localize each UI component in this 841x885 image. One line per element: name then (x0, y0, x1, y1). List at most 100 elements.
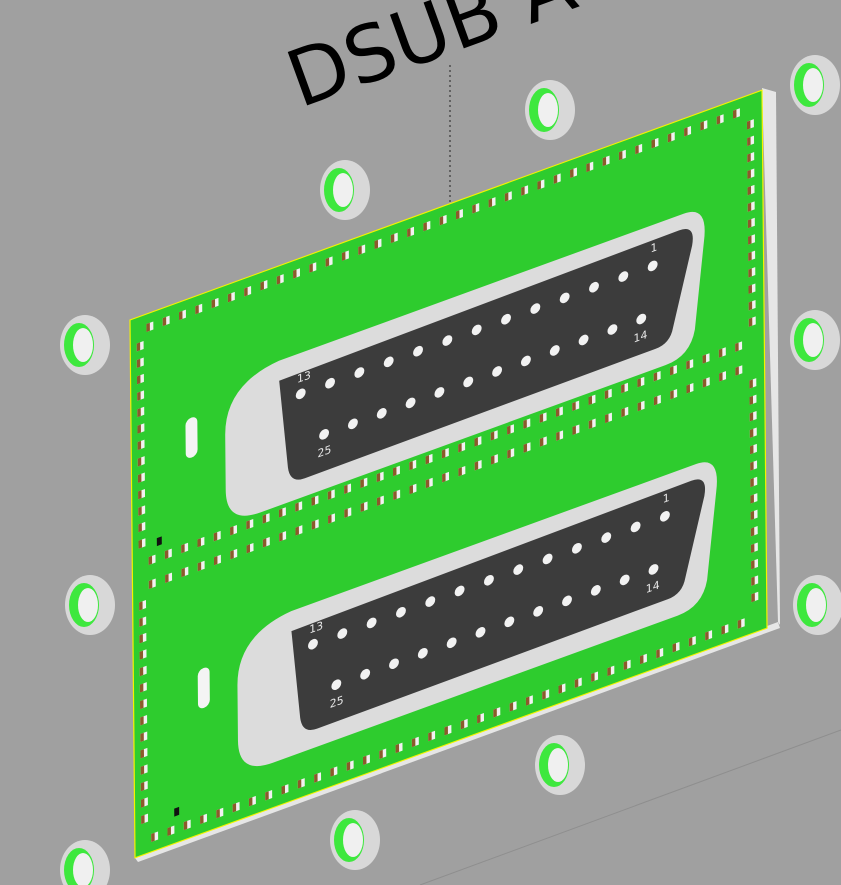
solder-pad (262, 537, 270, 548)
solder-pad (688, 635, 696, 647)
solder-pad (183, 819, 191, 831)
solder-pad (523, 442, 531, 453)
solder-pad (686, 383, 694, 394)
pin-socket (571, 542, 582, 554)
solder-pad (555, 406, 563, 417)
solder-pad (279, 531, 287, 542)
solder-pad (409, 483, 417, 495)
pin-socket (463, 376, 474, 388)
solder-pad (139, 698, 147, 710)
pin-socket (454, 585, 465, 597)
solder-pad (504, 191, 512, 202)
pin-socket (471, 324, 482, 336)
pin-socket (389, 658, 399, 670)
solder-pad (718, 347, 726, 358)
solder-pad (330, 766, 338, 777)
solder-pad (523, 418, 531, 429)
solder-pad (439, 214, 447, 226)
solder-pad (295, 525, 303, 536)
solder-pad (137, 456, 145, 467)
pin-socket (607, 324, 618, 335)
solder-pad (360, 501, 368, 512)
solder-pad (139, 616, 147, 627)
solder-pad (148, 578, 156, 589)
solder-pad (488, 197, 496, 208)
pin-socket (559, 292, 570, 304)
pin-socket (636, 313, 647, 325)
pin-socket (648, 564, 659, 575)
solder-pad (327, 489, 335, 500)
pin-socket (442, 335, 453, 346)
solder-pad (358, 244, 366, 255)
pin-number-label: 1 (650, 240, 657, 255)
solder-pad (623, 659, 631, 671)
solder-pad (653, 394, 661, 406)
mounting-hole (790, 310, 840, 370)
solder-pad (197, 536, 205, 548)
solder-pad (442, 471, 450, 483)
solder-pad (719, 371, 727, 382)
solder-pad (148, 554, 156, 566)
solder-pad (748, 283, 756, 295)
pin-socket (513, 564, 524, 575)
solder-pad (747, 184, 755, 196)
solder-pad (542, 689, 550, 700)
solder-pad (293, 268, 301, 279)
solder-pad (138, 538, 146, 549)
pin-number-label: 25 (317, 443, 331, 461)
solder-pad (376, 495, 384, 507)
solder-pad (260, 280, 268, 291)
solder-pad (474, 460, 482, 471)
pin-socket (659, 511, 670, 522)
solder-pad (472, 203, 480, 214)
pin-socket (295, 388, 306, 400)
solder-pad (732, 108, 740, 119)
solder-pad (556, 430, 564, 441)
mounting-flange (185, 417, 198, 458)
solder-pad (639, 653, 647, 665)
pin-socket (376, 408, 387, 419)
solder-pad (162, 315, 170, 327)
solder-pad (458, 442, 466, 453)
solder-pad (139, 649, 147, 660)
pin-number-label: 25 (330, 693, 344, 711)
solder-pad (558, 683, 566, 694)
pin-socket (383, 356, 394, 368)
pin-socket (520, 355, 531, 367)
pin-number-label: 14 (646, 578, 660, 596)
solder-pad (341, 250, 349, 261)
solder-pad (344, 507, 352, 518)
solder-pad (423, 220, 431, 232)
solder-pad (667, 131, 675, 143)
solder-pad (749, 443, 757, 455)
solder-pad (507, 448, 515, 459)
solder-pad (181, 542, 189, 554)
pin-socket (417, 647, 428, 659)
solder-pad (750, 476, 758, 488)
pin-socket (308, 638, 318, 650)
solder-pad (248, 795, 256, 807)
solder-pad (178, 309, 186, 321)
solder-pad (507, 424, 515, 435)
solder-pad (670, 388, 678, 400)
solder-pad (230, 548, 238, 560)
solder-pad (346, 760, 354, 771)
solder-pad (716, 114, 724, 125)
solder-pad (360, 477, 368, 489)
solder-pad (521, 185, 529, 196)
pin-socket (504, 616, 515, 628)
solder-pad (607, 665, 615, 677)
mounting-hole (535, 735, 585, 795)
pin-socket (542, 553, 553, 565)
solder-pad (721, 624, 729, 635)
pin-socket (413, 345, 423, 357)
pin-number-label: 13 (297, 368, 311, 386)
solder-pad (151, 831, 159, 842)
solder-pad (539, 436, 547, 447)
mounting-hole (330, 810, 380, 870)
solder-pad (604, 388, 612, 400)
